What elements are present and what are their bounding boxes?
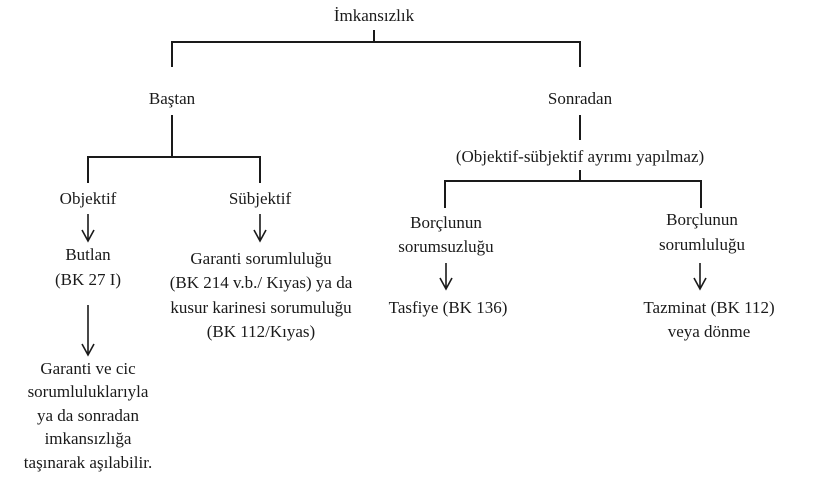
arrows bbox=[81, 214, 707, 357]
sorumsuzluk-node: Borçlunun sorumsuzluğu bbox=[398, 213, 494, 256]
bastan-node: Baştan bbox=[149, 89, 196, 108]
sonradan-bracket bbox=[444, 170, 702, 208]
result-line: Tazminat (BK 112) bbox=[643, 298, 774, 317]
subjektif-node: Sübjektif bbox=[229, 189, 292, 208]
arrow-down-icon bbox=[253, 214, 267, 243]
sonradan-node: Sonradan bbox=[548, 89, 613, 108]
note-line: sorumluluklarıyla bbox=[28, 382, 149, 401]
arrow-down-icon bbox=[81, 305, 95, 357]
arrow-down-icon bbox=[439, 263, 453, 291]
result-line: (BK 27 I) bbox=[55, 270, 121, 289]
note-line: imkansızlığa bbox=[45, 429, 132, 448]
sorumluluk-node: Borçlunun sorumluluğu bbox=[659, 210, 745, 254]
node-line: Borçlunun bbox=[410, 213, 482, 232]
connector-lines bbox=[87, 30, 702, 208]
objektif-note: Garanti ve cic sorumluluklarıyla ya da s… bbox=[24, 359, 152, 472]
result-line: Butlan bbox=[65, 245, 111, 264]
node-line: Borçlunun bbox=[666, 210, 738, 229]
result-line: Garanti sorumluluğu bbox=[190, 249, 332, 268]
objektif-result: Butlan (BK 27 I) bbox=[55, 245, 121, 289]
sorumsuzluk-result: Tasfiye (BK 136) bbox=[389, 298, 508, 317]
result-line: kusur karinesi sorumuluğu bbox=[170, 298, 352, 317]
objektif-node: Objektif bbox=[60, 189, 117, 208]
root-bracket bbox=[171, 30, 581, 67]
subjektif-result: Garanti sorumluluğu (BK 214 v.b./ Kıyas)… bbox=[170, 249, 353, 341]
sorumluluk-result: Tazminat (BK 112) veya dönme bbox=[643, 298, 774, 341]
arrow-down-icon bbox=[693, 263, 707, 291]
arrow-down-icon bbox=[81, 214, 95, 243]
result-line: veya dönme bbox=[668, 322, 751, 341]
sonradan-note: (Objektif-sübjektif ayrımı yapılmaz) bbox=[456, 147, 704, 166]
node-line: sorumsuzluğu bbox=[398, 237, 494, 256]
note-line: Garanti ve cic bbox=[40, 359, 136, 378]
note-line: ya da sonradan bbox=[37, 406, 139, 425]
result-line: (BK 214 v.b./ Kıyas) ya da bbox=[170, 273, 353, 292]
node-line: sorumluluğu bbox=[659, 235, 745, 254]
bastan-bracket bbox=[87, 140, 261, 183]
note-line: taşınarak aşılabilir. bbox=[24, 453, 152, 472]
result-line: (BK 112/Kıyas) bbox=[207, 322, 315, 341]
root-node: İmkansızlık bbox=[334, 6, 415, 25]
